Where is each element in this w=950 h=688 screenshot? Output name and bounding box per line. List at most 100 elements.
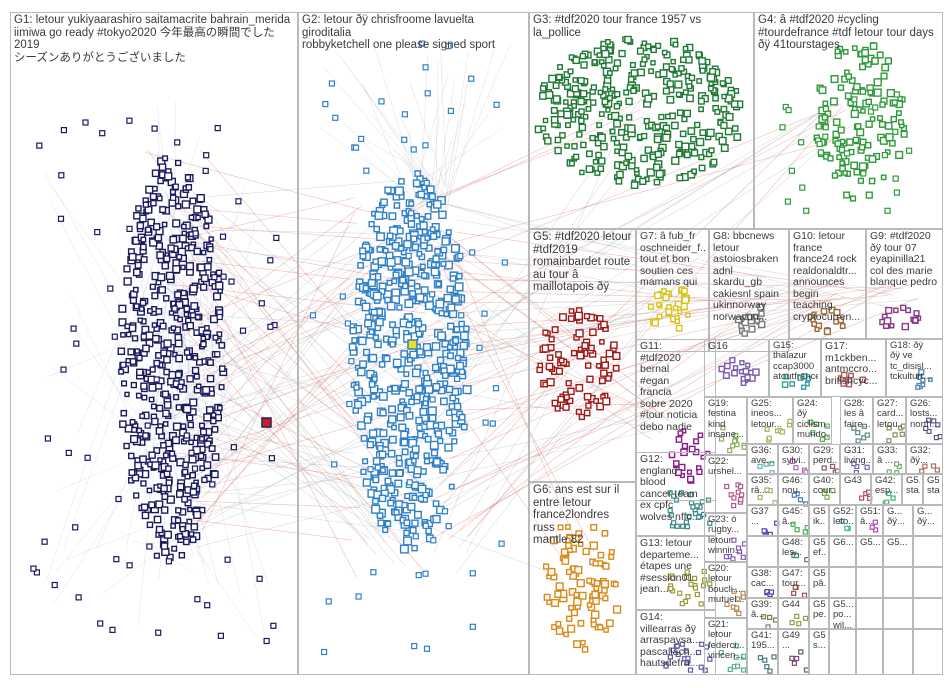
node-g1 [193,205,202,214]
group-box-g26: G26: losts... north... [906,397,943,444]
node-g1 [51,581,58,589]
node-g1 [147,218,156,227]
node-g2 [389,321,396,329]
group-box-g31: G31: living... [840,444,873,474]
edge [77,186,184,434]
group-box-extra-8 [913,536,943,567]
edge [180,383,226,388]
node-g1 [216,331,223,338]
node-g2 [344,320,351,327]
node-g2 [498,540,505,547]
node-g2 [392,358,402,368]
group-label-g10: G10: letour france france24 rock realdon… [793,231,861,323]
node-g2 [368,220,375,228]
node-g1 [161,493,169,500]
group-box-g5g: G5... [883,536,913,567]
edge [69,324,176,467]
node-g2 [405,321,413,329]
node-g2 [403,529,410,537]
node-g3 [594,169,601,176]
edge [414,422,688,484]
edge [450,205,764,307]
node-g2 [469,623,476,630]
node-g1 [195,358,203,366]
edge [452,297,845,388]
node-g1 [189,472,196,479]
node-g2 [407,356,413,363]
node-g1 [211,425,219,433]
edge [446,79,468,215]
node-g2 [354,400,363,409]
node-g2 [446,344,453,351]
node-g1 [155,525,164,534]
node-g2 [370,569,377,576]
node-g1 [153,359,161,367]
edge [407,109,847,338]
node-g1 [151,185,158,192]
node-g2 [309,312,317,319]
node-g2 [451,438,458,445]
group-box-g16: G16 [704,339,769,397]
node-g1 [134,461,142,470]
node-g1 [273,234,280,241]
group-label-g28: G28: les â faire... [844,399,870,430]
node-g3 [600,92,607,99]
node-g1 [186,414,194,422]
node-g1 [203,223,210,230]
node-g1 [180,423,187,430]
node-g1 [203,461,212,470]
node-g1 [120,332,126,338]
node-g1 [215,269,223,276]
node-layer [30,35,943,674]
node-g2 [447,107,454,115]
group-box-g42: G42: esp... [871,474,902,505]
node-g2 [321,648,328,656]
node-g2 [424,385,434,394]
group-label-g5g: G5... [887,538,908,548]
node-g2 [449,275,457,282]
edge [433,305,675,365]
group-label-g5k: G5... s... [813,631,826,652]
edge [449,289,666,397]
node-g2 [410,235,418,243]
node-g2 [463,325,470,333]
node-g1 [193,510,202,520]
node-g1 [120,361,127,368]
node-g1 [111,333,118,340]
group-box-g32: G32: ðÿ... [906,444,943,474]
group-box-g10: G10: letour france france24 rock realdon… [789,229,866,339]
node-g1 [157,273,166,282]
node-g2 [426,185,435,194]
node-g1 [187,506,193,513]
node-g2 [401,136,408,143]
edge [447,260,766,277]
node-g1 [152,223,161,231]
node-g2 [376,232,385,242]
node-g2 [394,186,404,196]
node-g2 [440,397,448,406]
node-g2 [339,293,346,300]
edge [415,303,817,529]
node-g2 [423,645,431,652]
node-g2 [404,299,414,309]
edge [54,386,196,603]
node-g1 [198,435,205,442]
edge [102,534,183,594]
edge [445,233,577,544]
node-g1 [203,152,210,159]
node-g2 [378,494,387,503]
group-label-g17: G17: m1ckben... antmccro... britishcyc..… [825,341,878,387]
node-g1 [228,278,235,285]
node-g1 [151,334,160,343]
node-g2 [367,466,374,473]
node-g1 [193,373,200,380]
group-label-g45: G45: â... [782,507,803,528]
node-g1 [156,195,163,202]
edge [435,61,439,209]
edge [440,248,687,298]
group-box-g39: G39: â... [747,598,778,629]
node-g2 [382,247,389,254]
node-g1 [210,470,219,479]
node-g1 [200,249,207,256]
node-g2 [456,361,465,370]
